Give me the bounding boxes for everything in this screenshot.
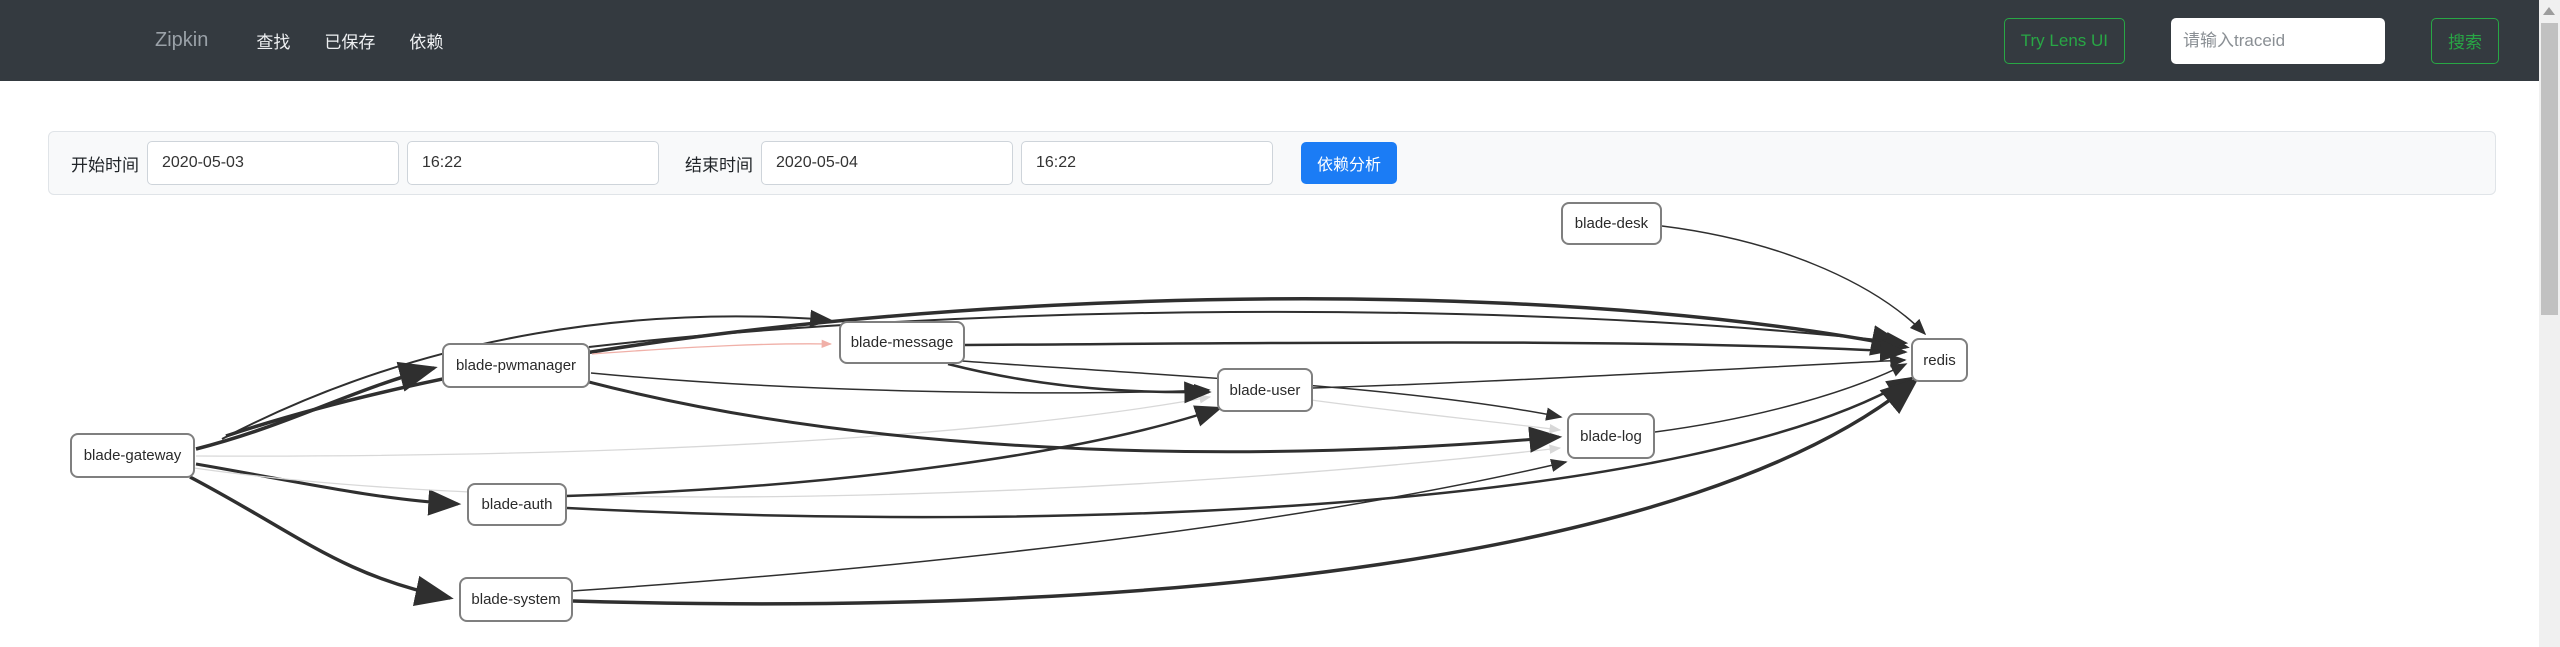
end-date-input[interactable]	[761, 141, 1013, 185]
navbar-right: Try Lens UI 搜索	[2003, 17, 2499, 64]
scrollbar-up-arrow-icon[interactable]	[2543, 7, 2555, 15]
graph-node-blade-system[interactable]: blade-system	[459, 577, 573, 622]
time-filter-panel: 开始时间 结束时间 依赖分析	[48, 131, 2496, 195]
graph-node-blade-user[interactable]: blade-user	[1217, 368, 1313, 412]
graph-edge-blade-desk-to-redis	[1661, 225, 1927, 336]
end-time-label: 结束时间	[685, 155, 753, 175]
graph-edge-blade-user-to-blade-log	[1310, 399, 1562, 434]
graph-edge-blade-gateway-to-blade-user	[195, 394, 1212, 457]
graph-node-blade-gateway[interactable]: blade-gateway	[70, 433, 195, 478]
vertical-scrollbar[interactable]	[2539, 0, 2560, 647]
graph-node-blade-message[interactable]: blade-message	[839, 321, 965, 364]
graph-node-blade-log[interactable]: blade-log	[1567, 413, 1655, 459]
nav-item-find[interactable]: 查找	[256, 33, 291, 52]
graph-edge-blade-gateway-to-blade-log	[193, 444, 1562, 498]
graph-edge-blade-message-to-blade-user	[947, 362, 1212, 404]
try-lens-ui-button[interactable]: Try Lens UI	[2003, 17, 2125, 64]
graph-edge-blade-gateway-to-blade-auth	[195, 462, 462, 516]
graph-edge-blade-gateway-to-blade-message	[221, 309, 833, 440]
nav-links: 查找 已保存 依赖	[256, 28, 443, 53]
navbar: Zipkin 查找 已保存 依赖 Try Lens UI 搜索	[0, 0, 2539, 81]
graph-edge-blade-auth-to-redis	[566, 376, 1915, 519]
graph-edge-blade-gateway-to-blade-system	[189, 475, 454, 606]
traceid-search-input[interactable]	[2171, 17, 2385, 64]
graph-edge-blade-system-to-blade-log	[571, 458, 1568, 592]
dependency-graph: blade-gateway blade-pwmanager blade-messag…	[0, 195, 2539, 647]
graph-edge-blade-system-to-redis	[572, 377, 1919, 606]
graph-node-blade-desk[interactable]: blade-desk	[1561, 202, 1662, 245]
nav-item-saved[interactable]: 已保存	[324, 33, 376, 52]
graph-edge-blade-user-to-redis	[1312, 354, 1907, 389]
start-time-label: 开始时间	[71, 155, 139, 175]
search-button[interactable]: 搜索	[2431, 17, 2499, 64]
graph-node-blade-pwmanager[interactable]: blade-pwmanager	[442, 343, 590, 388]
graph-edge-blade-pwmanager-to-blade-log	[588, 380, 1563, 454]
end-time-input[interactable]	[1021, 141, 1273, 185]
graph-node-blade-auth[interactable]: blade-auth	[467, 483, 567, 526]
scrollbar-thumb[interactable]	[2541, 23, 2558, 315]
graph-edge-blade-pwmanager-to-blade-message	[591, 339, 833, 355]
graph-edge-blade-message-to-redis	[964, 339, 1908, 362]
graph-edge-blade-log-to-redis	[1654, 363, 1908, 433]
graph-edge-blade-auth-to-blade-user	[565, 405, 1223, 498]
dependency-graph-edges	[189, 225, 1927, 606]
graph-edge-blade-gateway-to-redis	[225, 297, 1910, 438]
brand-zipkin[interactable]: Zipkin	[155, 29, 209, 51]
graph-edge-blade-pwmanager-to-redis	[588, 310, 1909, 350]
nav-item-dependencies[interactable]: 依赖	[409, 33, 444, 52]
start-time-input[interactable]	[407, 141, 659, 185]
graph-node-redis[interactable]: redis	[1911, 338, 1968, 382]
dependency-analyze-button[interactable]: 依赖分析	[1301, 142, 1398, 184]
start-date-input[interactable]	[147, 141, 399, 185]
